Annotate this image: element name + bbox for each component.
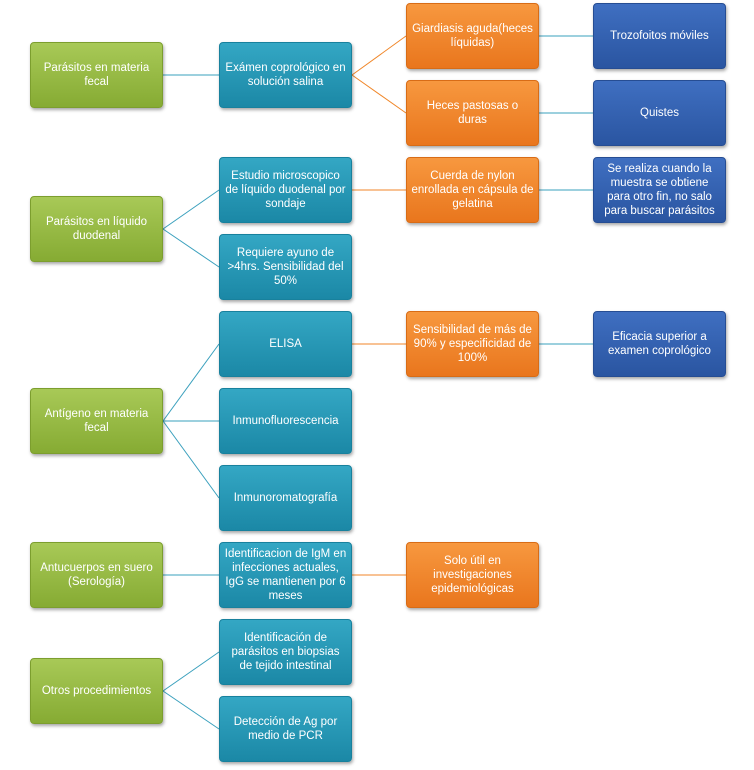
connector-line <box>162 420 220 499</box>
node-estudio-microscopico: Estudio microscopico de líquido duodenal… <box>219 157 352 223</box>
node-trofozoitos: Trozofoitos móviles <box>593 3 726 69</box>
connector-line <box>162 690 220 730</box>
node-deteccion-pcr: Detección de Ag por medio de PCR <box>219 696 352 762</box>
node-identificacion-igm: Identificacion de IgM en infecciones act… <box>219 542 352 608</box>
node-giardiasis-aguda: Giardiasis aguda(heces líquidas) <box>406 3 539 69</box>
node-requiere-ayuno: Requiere ayuno de >4hrs. Sensibilidad de… <box>219 234 352 300</box>
connector-line <box>351 74 407 114</box>
connector-line <box>351 35 407 76</box>
node-anticuerpos-suero: Antucuerpos en suero (Serología) <box>30 542 163 608</box>
connector-line <box>162 189 220 230</box>
node-examen-coprologico: Exámen coprológico en solución salina <box>219 42 352 108</box>
connector-line <box>162 651 220 692</box>
connector-line <box>162 228 220 268</box>
node-parasitos-fecal: Parásitos en materia fecal <box>30 42 163 108</box>
node-identificacion-biopsias: Identificación de parásitos en biopsias … <box>219 619 352 685</box>
node-parasitos-duodenal: Parásitos en líquido duodenal <box>30 196 163 262</box>
node-sensibilidad-90: Sensibilidad de más de 90% y especificid… <box>406 311 539 377</box>
node-inmunofluorescencia: Inmunofluorescencia <box>219 388 352 454</box>
node-elisa: ELISA <box>219 311 352 377</box>
node-antigeno-fecal: Antígeno en materia fecal <box>30 388 163 454</box>
node-cuerda-nylon: Cuerda de nylon enrollada en cápsula de … <box>406 157 539 223</box>
node-otros-procedimientos: Otros procedimientos <box>30 658 163 724</box>
node-inmunocromatografia: Inmunoromatografía <box>219 465 352 531</box>
node-solo-util: Solo útil en investigaciones epidemiológ… <box>406 542 539 608</box>
node-heces-pastosas: Heces pastosas o duras <box>406 80 539 146</box>
node-eficacia-superior: Eficacia superior a examen coprológico <box>593 311 726 377</box>
connector-line <box>162 343 220 422</box>
node-se-realiza: Se realiza cuando la muestra se obtiene … <box>593 157 726 223</box>
node-quistes: Quistes <box>593 80 726 146</box>
